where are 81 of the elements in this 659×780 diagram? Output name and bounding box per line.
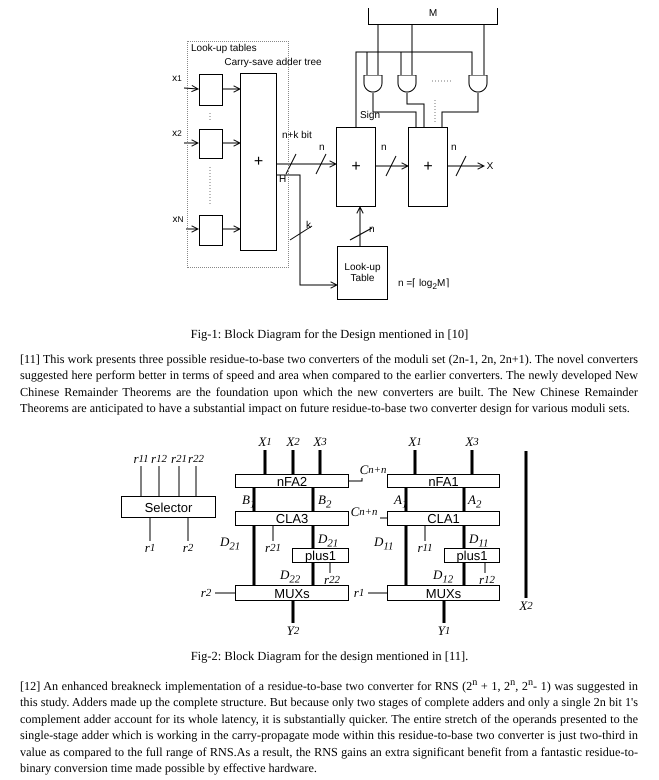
arrow (222, 225, 240, 233)
multiplexer-box: MUXs (235, 585, 349, 601)
adder-box: CLA3 (235, 511, 349, 526)
adder-box: nFA1 (387, 474, 500, 488)
wire (178, 466, 180, 496)
adder-block: + (336, 127, 376, 207)
bus-line (404, 488, 408, 511)
bus-line (312, 563, 314, 585)
wire (214, 592, 236, 594)
lookup-table-box: Look-up Table (337, 246, 388, 300)
arrow (376, 162, 408, 170)
bus-line (442, 601, 446, 623)
multiplexer-box: MUXs (387, 585, 500, 601)
adder-tree-block: + (240, 73, 277, 251)
adder-block: + (408, 127, 448, 207)
output-label: X (484, 158, 496, 174)
edge-label: B$_{2}$ (318, 493, 332, 510)
bus-line (292, 450, 294, 474)
arrow (222, 85, 240, 93)
adder-box: CLA1 (387, 511, 500, 526)
edge-label: k (306, 221, 311, 231)
adder-box: plus1 (292, 548, 349, 563)
wire (424, 526, 426, 542)
paragraph: [12] An enhanced breakneck implementation of a residue-to-base two converter for RNS (2$^{n}$ + 1, 2$^{n}$, 2$^{n}$- 1) was suggested in this study. Adders made up the complete structure. But because only two stages of complete adders and only a single 2n bit 1's complement adder account for its whole latency, it is substantially quicker. The entire stretch of the operands presented to the single-stage adder which is working in the carry-propagate mode within this residue-to-base two converter is just two-third in value as compared to the full range of RNS.As a result, the RNS gains an extra significant benefit from a fantastic residue-to-binary conversion time made possible by effective hardware. (20, 676, 638, 776)
wire (484, 562, 486, 574)
edge-label: D$_{21}$ (220, 535, 240, 552)
edge-label: Sign (360, 111, 380, 121)
bus-line (524, 451, 528, 598)
edge-label: n (319, 143, 325, 153)
arrow (276, 174, 338, 289)
bus-line (252, 526, 256, 585)
lookup-table-box (199, 215, 223, 246)
paragraph: [11] This work presents three possible residue-to-base two converters of the moduli set (2n-1, 2n, 2n+1). The novel converters suggested here perform better in terms of speed and area when compared to the earlier converters. The newly developed New Chinese Remainder Theorems are the foundation upon which the new converters are built. The New Chinese Remainder Theorems are anticipated to have a substantial impact on future residue-to-base two converter design for various moduli sets. (20, 351, 638, 417)
wire (406, 92, 424, 128)
bus-line (264, 450, 266, 474)
bus-line (470, 450, 474, 474)
bus-width-label: n+k bit (282, 131, 312, 141)
block-heading: Carry-save adder tree (223, 58, 323, 68)
arrow (356, 206, 364, 246)
edge-label: D$_{11}$ (469, 532, 488, 550)
bus-line (404, 526, 408, 585)
edge-label: D$_{22}$ (280, 568, 300, 586)
wire (356, 52, 472, 128)
wire (158, 466, 160, 496)
edge-label: D$_{21}$ (318, 532, 338, 550)
arrow (276, 160, 336, 168)
adder-box: plus1 (444, 548, 500, 563)
figure-caption: Fig-1: Block Diagram for the Design mentioned in [10] (190, 327, 470, 342)
wire (348, 478, 362, 482)
edge-label: D$_{12}$ (433, 568, 454, 586)
wire (368, 592, 388, 594)
bus-line (318, 450, 322, 474)
bus-line (462, 488, 466, 511)
wire (442, 92, 478, 128)
figure-caption: Fig-2: Block Diagram for the design mentioned in [11]. (190, 649, 470, 664)
edge-label: n (381, 143, 387, 153)
arrow (222, 139, 240, 147)
edge-label: A$_{2}$ (468, 493, 482, 510)
arrow (184, 139, 198, 147)
wire (140, 466, 142, 496)
edge-label: D$_{11}$ (374, 535, 394, 552)
lookup-table-box (199, 74, 223, 106)
bus-label: M (368, 8, 498, 25)
selector-box: Selector (121, 496, 216, 518)
bus-line (312, 488, 314, 511)
wire (372, 92, 416, 128)
group-heading: Look-up tables (191, 44, 257, 54)
edge-label: n (451, 143, 457, 153)
bus-line (462, 563, 466, 585)
adder-box: nFA2 (235, 474, 349, 488)
arrow (186, 225, 198, 233)
lookup-table-box (199, 129, 223, 159)
wire (272, 526, 274, 542)
bus-line (252, 488, 256, 511)
bus-line (312, 526, 314, 548)
bus-line (414, 450, 416, 474)
arrow (448, 162, 484, 170)
formula: n =⌈ log$_{2}$M⌉ (398, 279, 450, 290)
arrow (184, 84, 198, 92)
bus-line (462, 526, 466, 548)
bus-line (292, 601, 294, 623)
